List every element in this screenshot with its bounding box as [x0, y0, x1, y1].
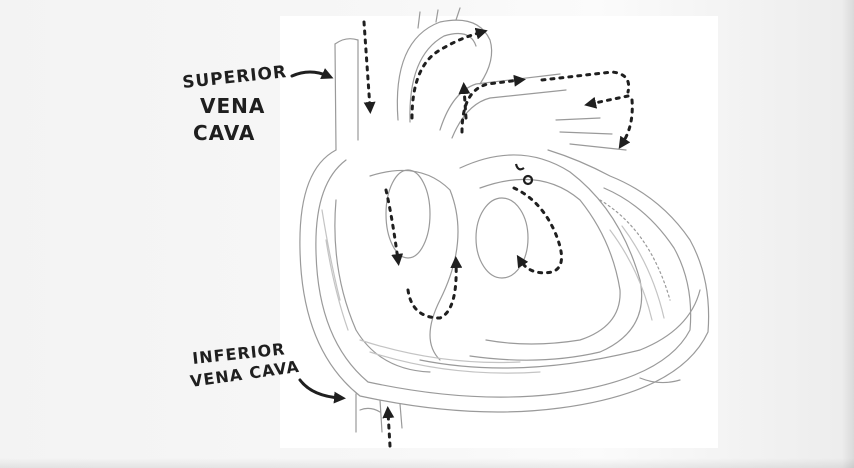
edge-shadow-right [842, 0, 854, 468]
edge-shadow-bottom [0, 458, 854, 468]
ivc-inflow-arrow [382, 406, 395, 448]
right-ventricle-arrow [406, 256, 463, 320]
blood-flow-arrows [362, 20, 634, 448]
svc-label-arrow [290, 68, 334, 80]
pulmonary-vein-arrow-top [540, 70, 631, 94]
svc-label-line3: CAVA [193, 121, 255, 145]
pulmonary-trunk-arrow [460, 74, 526, 134]
sketch-paper [280, 16, 718, 448]
aortic-arch-arrow [410, 27, 488, 120]
right-atrium-arrow [384, 188, 404, 266]
left-atrium-arrow [512, 186, 563, 275]
heart-sketch [299, 7, 710, 433]
pulmonary-vein-arrow-left [584, 94, 630, 109]
pulmonary-vein-arrow-down [618, 98, 634, 149]
valve-circle-marker [522, 174, 534, 186]
svc-label-line1: SUPERIOR [181, 62, 288, 93]
svc-inflow-arrow [362, 20, 376, 114]
ivc-label-arrow [298, 378, 346, 404]
valve-curl-marker [514, 163, 525, 171]
svc-label-line2: VENA [200, 94, 265, 118]
